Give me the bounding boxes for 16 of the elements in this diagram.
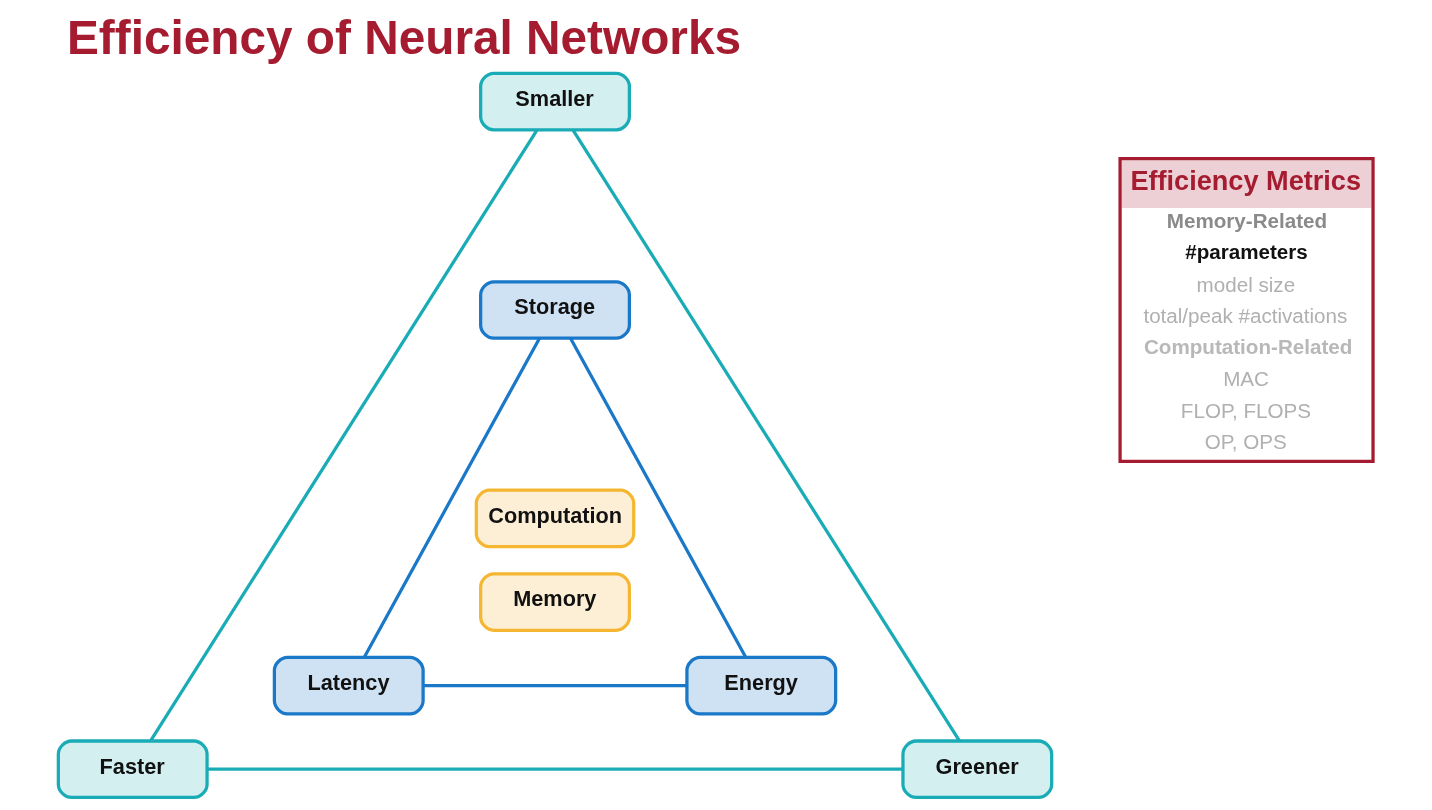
node-box: Computation: [474, 488, 635, 549]
connector: [362, 337, 541, 658]
connector: [148, 128, 538, 742]
node-box: Smaller: [478, 71, 631, 132]
node-box: Efficiency Metrics Memory-Related #parameters model size total/peak #activations Computation-Related MAC FLOP, FLOPS OP, OPS: [1117, 156, 1375, 464]
connector: [568, 337, 747, 658]
diagram-title: Efficiency of Neural Networks: [66, 11, 741, 65]
connector: [206, 767, 903, 771]
node-box: Faster: [56, 739, 209, 800]
node-box: Energy: [684, 655, 837, 716]
connector: [571, 128, 961, 742]
node-box: Latency: [272, 655, 425, 716]
node-box: Memory: [478, 572, 631, 632]
connector: [422, 684, 687, 688]
node-box: Storage: [478, 280, 631, 340]
node-box: Greener: [900, 739, 1053, 800]
